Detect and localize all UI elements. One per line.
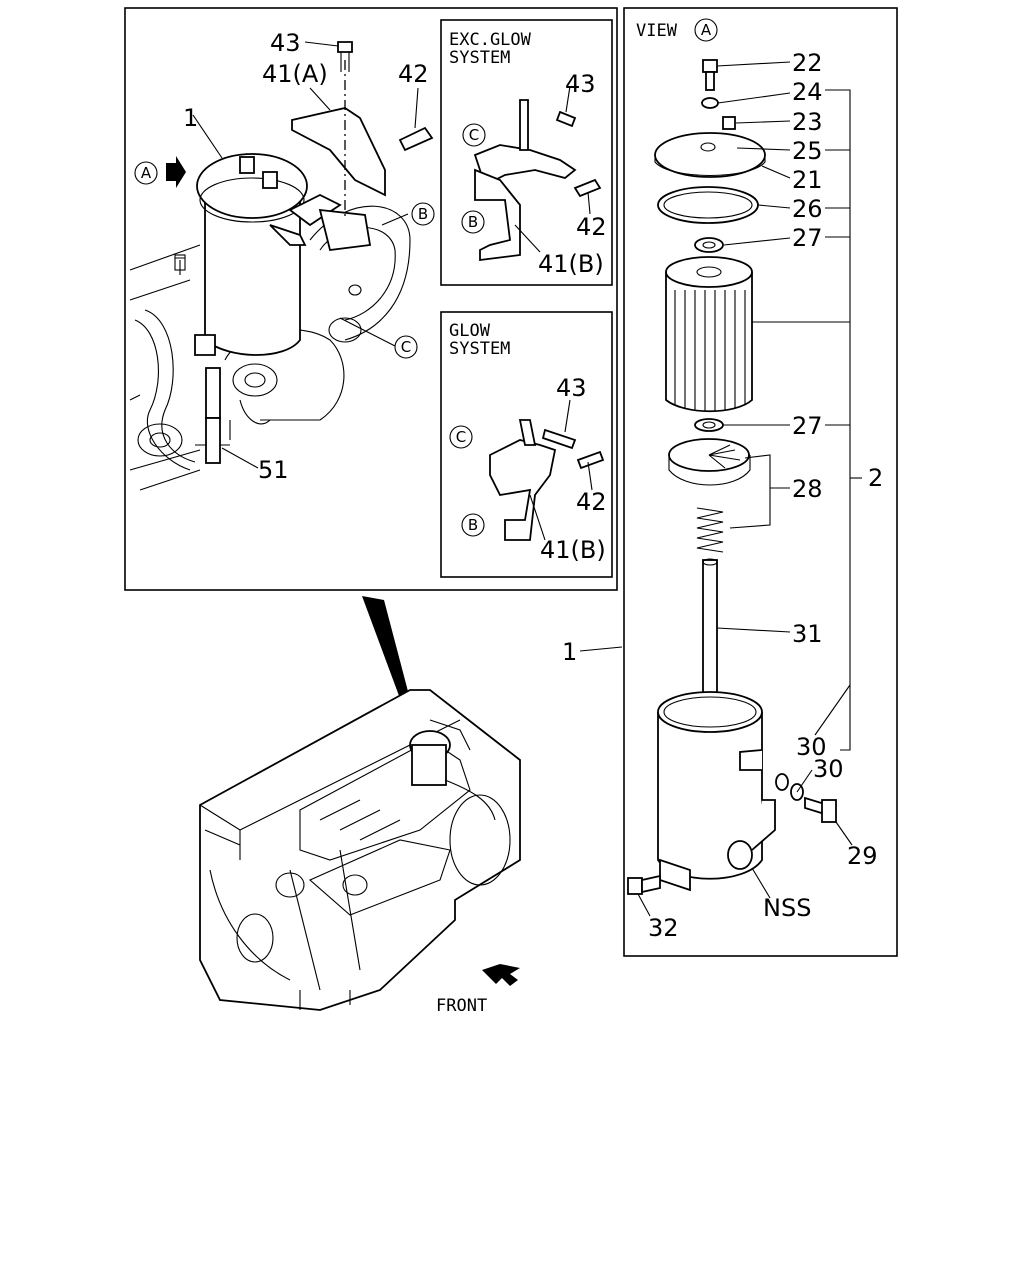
view-label-28: 28	[792, 475, 823, 503]
glow-label-41b: 41(B)	[540, 536, 606, 564]
view-label-30-right: 30	[813, 755, 844, 783]
fuel-filter-assembly	[194, 153, 342, 356]
label-41a: 41(A)	[262, 60, 328, 88]
glow-ref-c-letter: C	[456, 428, 466, 446]
front-arrow-icon	[482, 964, 520, 986]
hose-51	[205, 367, 221, 464]
label-42: 42	[398, 60, 429, 88]
view-label-27-lower: 27	[792, 412, 823, 440]
view-label-30-left: 30	[796, 733, 827, 761]
exc-ref-c	[462, 123, 486, 147]
label-1: 1	[183, 104, 198, 132]
view-label-26: 26	[792, 195, 823, 223]
location-pointer	[362, 596, 415, 720]
view-label-nss: NSS	[763, 894, 811, 922]
glow-bracket	[489, 419, 605, 541]
label-43: 43	[270, 29, 301, 57]
main-detail-frame	[124, 7, 618, 591]
glow-ref-b	[461, 513, 485, 537]
view-label-31: 31	[792, 620, 823, 648]
exc-label-42: 42	[576, 213, 607, 241]
view-a-marker	[134, 161, 158, 185]
exc-label-41b: 41(B)	[538, 250, 604, 278]
ref-b-letter: B	[418, 205, 428, 223]
glow-inset-frame	[440, 311, 613, 578]
glow-label-42: 42	[576, 488, 607, 516]
exc-label-43: 43	[565, 70, 596, 98]
glow-title-1: GLOW	[449, 321, 491, 341]
ref-c-marker	[394, 335, 418, 359]
exc-glow-title-2: SYSTEM	[449, 48, 510, 68]
view-label-29: 29	[847, 842, 878, 870]
view-label-22: 22	[792, 49, 823, 77]
ref-b-marker	[411, 202, 435, 226]
glow-label-43: 43	[556, 374, 587, 402]
view-label-2: 2	[868, 464, 883, 492]
exploded-filter	[627, 59, 837, 895]
view-label-32: 32	[648, 914, 679, 942]
exc-glow-bracket	[473, 99, 602, 262]
view-a-frame	[623, 7, 898, 957]
bracket-41a	[291, 41, 434, 251]
exc-glow-title-1: EXC.GLOW	[449, 30, 532, 50]
ref-c-letter: C	[401, 338, 411, 356]
view-label-27-upper: 27	[792, 224, 823, 252]
view-label-1: 1	[562, 638, 577, 666]
exc-ref-b-letter: B	[468, 213, 478, 231]
view-title-marker	[694, 18, 718, 42]
exc-glow-inset-frame	[440, 19, 613, 286]
view-arrow-icon	[166, 156, 186, 188]
view-label-21: 21	[792, 166, 823, 194]
glow-title-2: SYSTEM	[449, 339, 510, 359]
view-a-marker-letter: A	[141, 164, 152, 182]
view-label-23: 23	[792, 108, 823, 136]
glow-ref-c	[449, 425, 473, 449]
view-label-25: 25	[792, 137, 823, 165]
view-title: VIEW	[636, 21, 678, 41]
engine-overview	[199, 689, 521, 1011]
label-51: 51	[258, 456, 289, 484]
front-label: FRONT	[436, 996, 487, 1016]
view-label-24: 24	[792, 78, 823, 106]
exc-ref-c-letter: C	[469, 126, 479, 144]
glow-ref-b-letter: B	[468, 516, 478, 534]
view-title-marker-letter: A	[701, 21, 712, 39]
exc-ref-b	[461, 210, 485, 234]
